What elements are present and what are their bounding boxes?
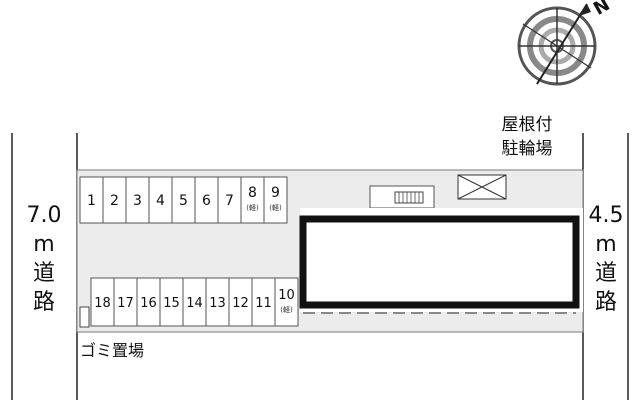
right-road-name-char: 路 [595, 290, 617, 315]
garbage-station-box [79, 306, 90, 328]
building-vent-icon [394, 191, 424, 204]
parking-space-number: 16 [140, 296, 157, 311]
parking-space-note: (軽) [246, 203, 259, 212]
parking-space-number: 2 [110, 193, 119, 209]
parking-space-number: 12 [232, 296, 249, 311]
bike-parking-label-line2: 駐輪場 [502, 139, 553, 159]
bike-parking-label-line1: 屋根付 [502, 115, 553, 135]
compass-north-label: N [590, 0, 614, 20]
parking-space-number: 9 [271, 185, 280, 201]
right-road-unit: m [595, 232, 616, 257]
left-road-width: 7.0 [27, 203, 62, 228]
parking-space-number: 17 [117, 296, 134, 311]
garbage-label: ゴミ置場 [80, 341, 144, 360]
parking-space-number: 18 [94, 296, 111, 311]
parking-space-number: 14 [186, 296, 203, 311]
parking-space-number: 6 [202, 193, 211, 209]
parking-space-number: 5 [179, 193, 188, 209]
parking-space-number: 15 [163, 296, 180, 311]
parking-space-number: 11 [255, 296, 272, 311]
right-road-name: 道路 [595, 261, 617, 315]
parking-space-9 [263, 176, 288, 224]
parking-space-number: 4 [156, 193, 165, 209]
compass-rose-icon [517, 3, 597, 86]
building-outline [299, 215, 580, 309]
right-road-width: 4.5 [589, 203, 624, 228]
parking-space-number: 10 [278, 288, 295, 303]
parking-space-number: 3 [133, 193, 142, 209]
parking-space-note: (軽) [280, 305, 293, 314]
left-road-name-char: 道 [33, 261, 55, 286]
left-road-name: 道路 [33, 261, 55, 315]
parking-space-number: 1 [87, 193, 96, 209]
parking-space-number: 8 [248, 185, 257, 201]
left-road-unit: m [33, 232, 54, 257]
parking-space-number: 13 [209, 296, 226, 311]
left-road-name-char: 路 [33, 290, 55, 315]
bike-parking-icon [457, 174, 507, 200]
parking-space-number: 7 [225, 193, 234, 209]
parking-space-10 [274, 277, 299, 327]
parking-row-bottom: 18 17 16 15 14 13 12 11 10 (軽) [90, 277, 299, 327]
right-road-name-char: 道 [595, 261, 617, 286]
parking-space-note: (軽) [269, 203, 282, 212]
